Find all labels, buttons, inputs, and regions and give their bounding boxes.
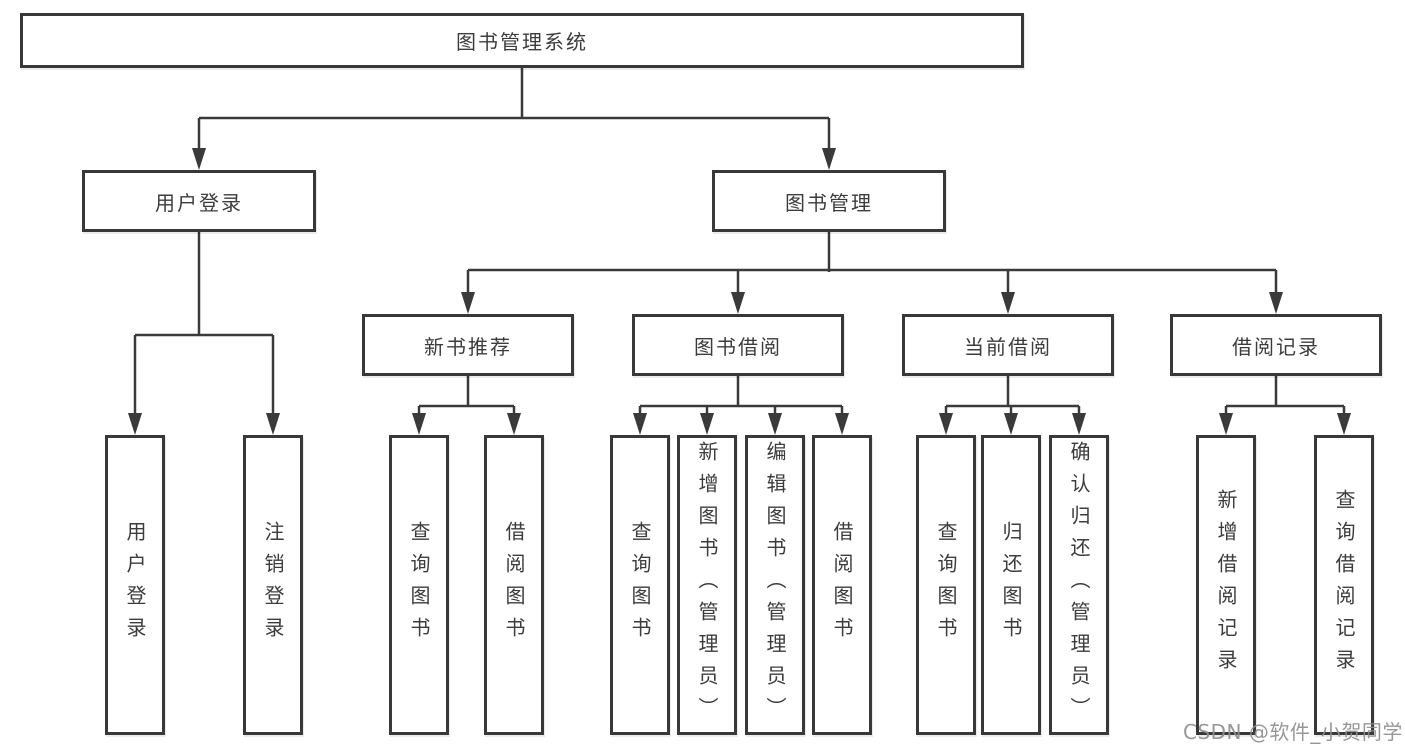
- node-book-borrow: 图书借阅: [632, 314, 844, 376]
- connector-bookborrow-to-leaves: [638, 376, 844, 415]
- leaf-user-login-label: 用户登录: [123, 521, 147, 649]
- node-book-borrow-label: 图书借阅: [694, 334, 782, 359]
- leaf-user-login: 用户登录: [105, 435, 165, 735]
- leaf-borrow-book: 借阅图书: [812, 435, 872, 735]
- node-user-login-label: 用户登录: [155, 190, 243, 215]
- node-root-system: 图书管理系统: [20, 13, 1024, 68]
- connector-currentborrow-to-leaves: [944, 376, 1081, 415]
- node-borrow-records: 借阅记录: [1170, 314, 1382, 376]
- connector-newbook-to-leaves: [417, 376, 516, 415]
- node-root-label: 图书管理系统: [456, 30, 588, 54]
- leaf-query-borrow-record: 查询借阅记录: [1314, 435, 1374, 735]
- leaf-recommend-borrow-book-label: 借阅图书: [502, 521, 526, 649]
- leaf-edit-book-admin-label: 编辑图书（管理员）: [763, 441, 787, 729]
- leaf-borrow-book-label: 借阅图书: [830, 521, 854, 649]
- node-current-borrow-label: 当前借阅: [964, 334, 1052, 359]
- leaf-confirm-return-admin-label: 确认归还（管理员）: [1067, 441, 1091, 729]
- node-current-borrow: 当前借阅: [902, 314, 1114, 376]
- connector-bookmgmt-to-level3: [466, 232, 1278, 294]
- leaf-recommend-borrow-book: 借阅图书: [484, 435, 544, 735]
- connector-userlogin-to-leaves: [133, 232, 275, 415]
- leaf-recommend-query-book-label: 查询图书: [407, 521, 431, 649]
- node-borrow-records-label: 借阅记录: [1232, 334, 1320, 359]
- node-book-management-label: 图书管理: [785, 190, 873, 215]
- leaf-recommend-query-book: 查询图书: [389, 435, 449, 735]
- leaf-add-book-admin: 新增图书（管理员）: [677, 435, 737, 735]
- leaf-current-query-book-label: 查询图书: [934, 521, 958, 649]
- leaf-logout-label: 注销登录: [261, 521, 285, 649]
- node-new-book-recommend: 新书推荐: [362, 314, 574, 376]
- leaf-borrow-query-book: 查询图书: [610, 435, 670, 735]
- leaf-confirm-return-admin: 确认归还（管理员）: [1049, 435, 1109, 735]
- leaf-add-borrow-record: 新增借阅记录: [1196, 435, 1256, 735]
- watermark: CSDN @软件_小贺同学: [1183, 720, 1403, 744]
- leaf-query-borrow-record-label: 查询借阅记录: [1332, 489, 1356, 681]
- leaf-logout: 注销登录: [243, 435, 303, 735]
- leaf-current-query-book: 查询图书: [916, 435, 976, 735]
- leaf-borrow-query-book-label: 查询图书: [628, 521, 652, 649]
- leaf-add-borrow-record-label: 新增借阅记录: [1214, 489, 1238, 681]
- leaf-add-book-admin-label: 新增图书（管理员）: [695, 441, 719, 729]
- leaf-return-book: 归还图书: [981, 435, 1041, 735]
- node-new-book-recommend-label: 新书推荐: [424, 334, 512, 359]
- leaf-return-book-label: 归还图书: [999, 521, 1023, 649]
- node-user-login: 用户登录: [82, 170, 316, 232]
- connector-records-to-leaves: [1224, 376, 1346, 415]
- leaf-edit-book-admin: 编辑图书（管理员）: [745, 435, 805, 735]
- node-book-management: 图书管理: [712, 170, 946, 232]
- arrowheads: [128, 148, 1351, 435]
- connector-root-to-level2: [197, 68, 831, 150]
